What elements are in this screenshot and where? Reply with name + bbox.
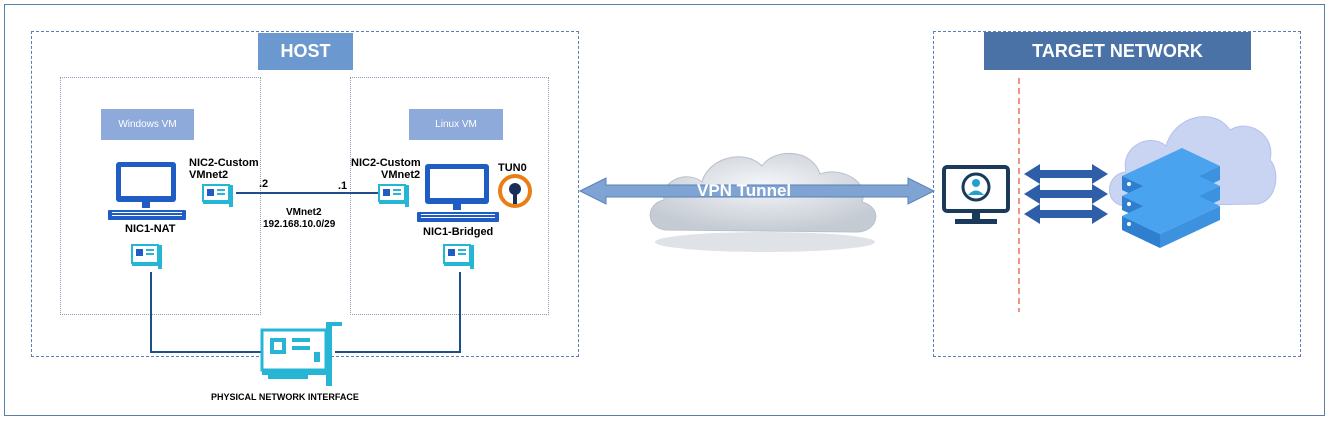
linux-nic1-label: NIC1-Bridged [423, 226, 494, 238]
vmnet2-name: VMnet2 [286, 207, 322, 218]
linux-nic2-label-line1: NIC2-Custom [351, 157, 421, 169]
target-container [933, 31, 1301, 357]
physical-nic-label: PHYSICAL NETWORK INTERFACE [211, 392, 359, 402]
linux-monitor-icon [417, 164, 499, 222]
windows-monitor-icon [108, 162, 186, 220]
host-title: HOST [258, 33, 353, 70]
windows-vm-title: Windows VM [101, 109, 194, 140]
windows-nic2-label-line2: VMnet2 [189, 169, 229, 181]
linux-nic2-label-line2: VMnet2 [381, 169, 421, 181]
server-stack-icon [1109, 116, 1277, 248]
windows-nic2-label-line1: NIC2-Custom [189, 157, 259, 169]
linux-vm-box [350, 77, 549, 315]
nic-card-icon [131, 244, 162, 269]
openvpn-icon [498, 174, 532, 208]
windows-vm-box [60, 77, 261, 315]
diagram-frame [4, 4, 1325, 416]
windows-ip-suffix: .2 [259, 178, 269, 190]
tun0-label: TUN0 [498, 162, 527, 174]
nic1-bridged-uplink [335, 272, 461, 353]
physical-nic-icon [260, 322, 342, 386]
nic1-nat-uplink [150, 272, 262, 353]
vmnet2-subnet: 192.168.10.0/29 [263, 219, 336, 230]
linux-ip-suffix: .1 [338, 180, 348, 192]
target-title: TARGET NETWORK [984, 32, 1251, 70]
vpn-tunnel-label: VPN Tunnel [697, 181, 792, 200]
user-terminal-icon [942, 165, 1010, 224]
double-arrow-icon [578, 177, 936, 205]
windows-nic1-label: NIC1-NAT [125, 223, 176, 235]
nic-card-icon [443, 244, 474, 269]
double-arrow-icon [1024, 164, 1108, 224]
nic-card-icon [202, 184, 233, 207]
nic-card-icon [378, 184, 409, 207]
linux-vm-title: Linux VM [409, 109, 503, 140]
